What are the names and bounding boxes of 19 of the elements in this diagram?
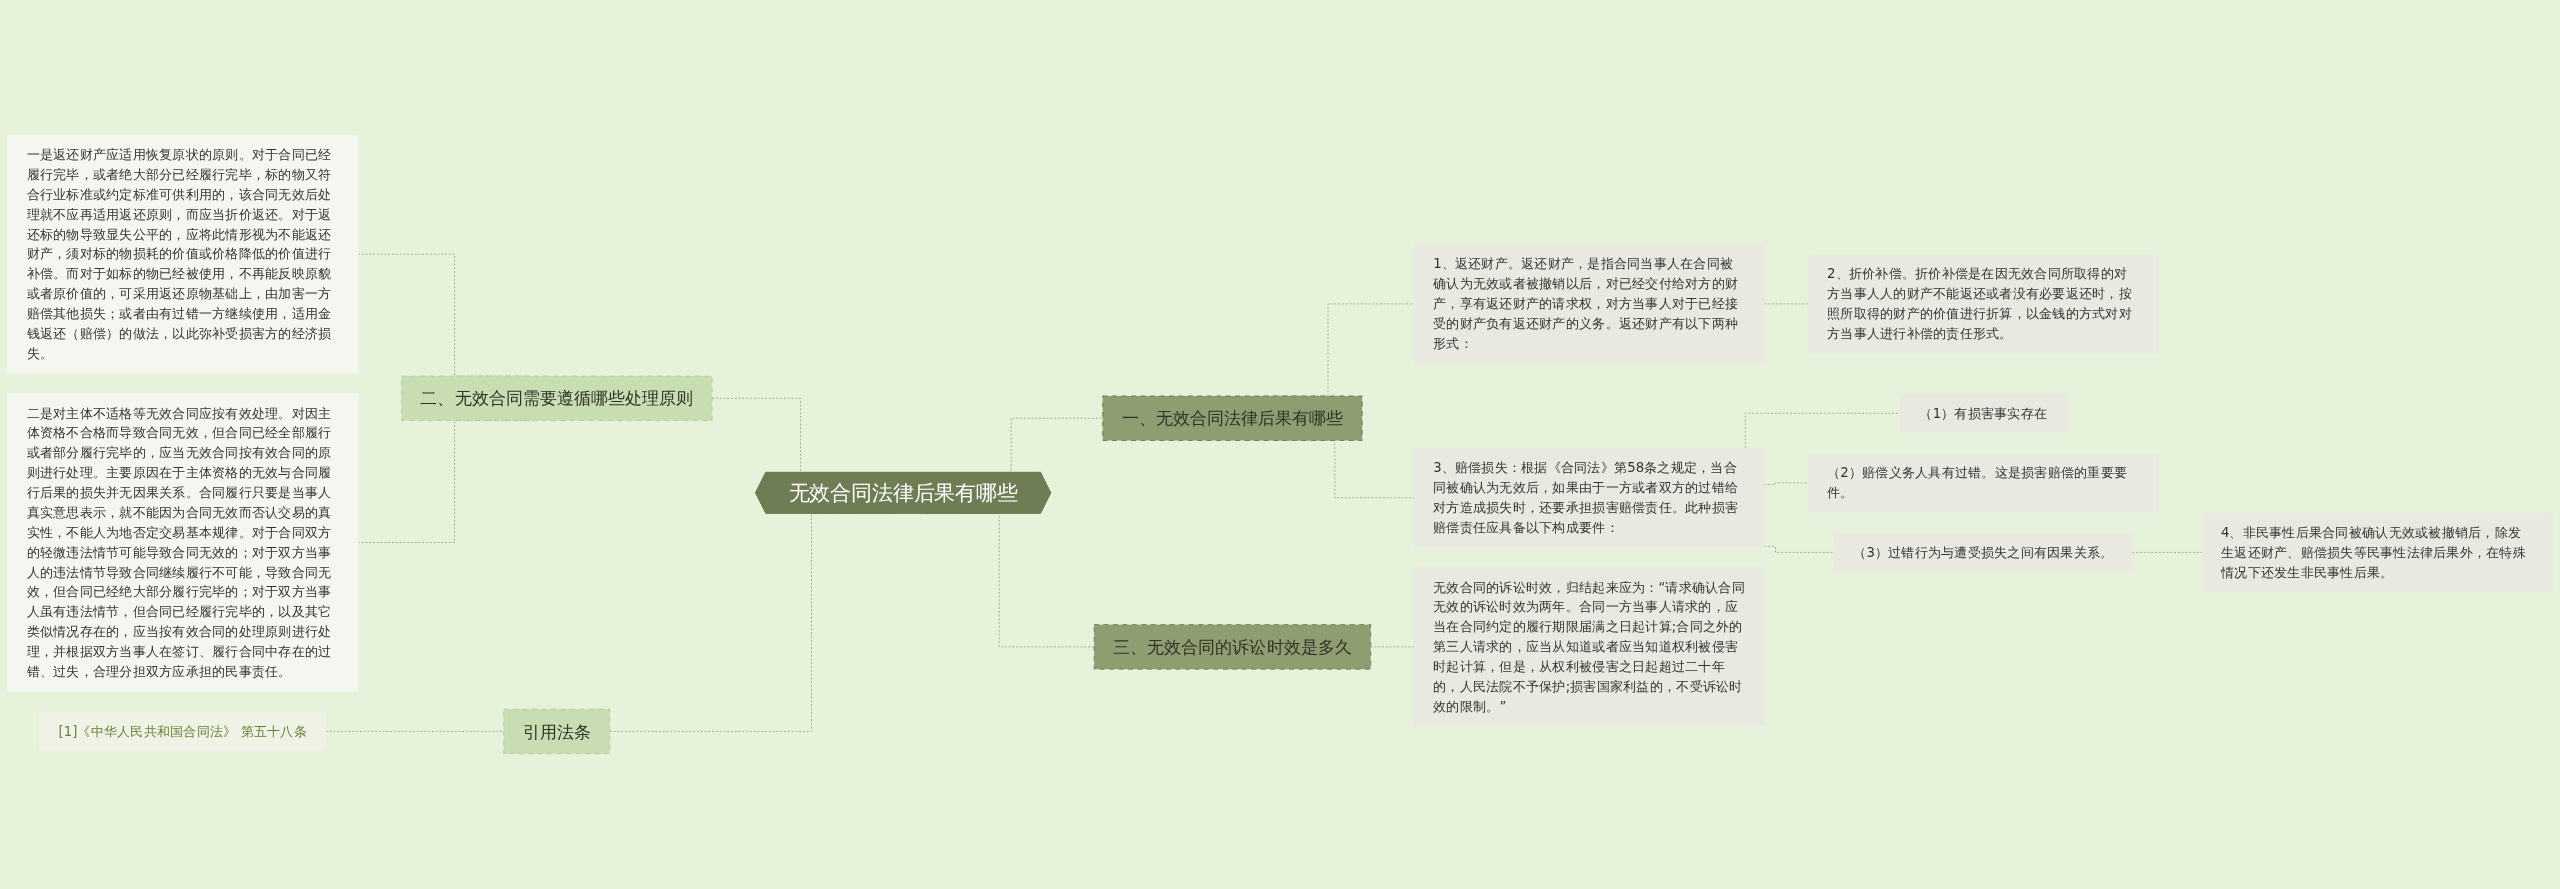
node-box: 4、非民事性后果合同被确认无效或被撤销后，除发生返还财产、赔偿损失等民事性法律后果外，在特殊情况下还发生非民事性后果。 — [2201, 512, 2553, 593]
node-box: 二、无效合同需要遵循哪些处理原则 — [401, 375, 713, 422]
connector — [2131, 551, 2203, 553]
node-box: 无效合同的诉讼时效，归结起来应为：“请求确认合同无效的诉讼时效为两年。合同一方当事人请求的，应当在合同约定的履行期限届满之日起计算;合同之外的第三人请求的，应当从知道或者应当知道权利被侵害时起计算，但是，从权利被侵害之日起超过二十年的，人民法院不予保护;损害国家利益的，不受诉讼时效的限制。” — [1413, 567, 1766, 727]
connector — [1764, 545, 1835, 553]
connector — [1370, 646, 1415, 648]
node-box: 一、无效合同法律后果有哪些 — [1102, 395, 1363, 441]
node-box: 一是返还财产应适用恢复原状的原则。对于合同已经履行完毕，或者绝大部分已经履行完毕，标的物又符合行业标准或约定标准可供利用的，该合同无效后处理就不应再适用返还原则，而应当折价返还。对于返还标的物导致显失公平的，应将此情形视为不能返还财产，须对标的物损耗的价值或价格降低的价值进行补偿。而对于如标的物已经被使用，不再能反映原貌或者原价值的，可采用返还原物基础上，由加害一方赔偿其他损失；或者由有过错一方继续使用，适用金钱返还（赔偿）的做法，以此弥补受损害方的经济损失。 — [7, 134, 359, 374]
node-box: 二是对主体不适格等无效合同应按有效处理。对因主体资格不合格而导致合同无效，但合同已经全部履行或者部分履行完毕的，应当无效合同按有效合同的原则进行处理。主要原因在于主体资格的无效与合同履行后果的损失并无因果关系。合同履行只要是当事人真实意思表示，就不能因为合同无效而否认交易的真实性，不能人为地否定交易基本规律。对于合同双方的轻微违法情节可能导致合同无效的；对于双方当事人的违法情节导致合同继续履行不可能，导致合同无效，但合同已经绝大部分履行完毕的；对于双方当事人虽有违法情节，但合同已经履行完毕的，以及其它类似情况存在的，应当按有效合同的处理原则进行处理，并根据双方当事人在签订、履行合同中存在的过错、过失，合理分担双方应承担的民事责任。 — [7, 393, 359, 692]
node-box: 1、返还财产。返还财产，是指合同当事人在合同被确认为无效或者被撤销以后，对已经交付给对方的财产，享有返还财产的请求权，对方当事人对于已经接受的财产负有返还财产的义务。返还财产有以下两种形式： — [1413, 244, 1766, 364]
node-box: 三、无效合同的诉讼时效是多久 — [1093, 624, 1372, 670]
node-box: 2、折价补偿。折价补偿是在因无效合同所取得的对方当事人人的财产不能返还或者没有必要返还时，按照所取得的财产的价值进行折算，以金钱的方式对对方当事人进行补偿的责任形式。 — [1807, 254, 2159, 354]
node-box: [1]《中华人民共和国合同法》 第五十八条 — [39, 711, 327, 752]
node-box: 引用法条 — [503, 708, 611, 755]
node-box: （2）赔偿义务人具有过错。这是损害赔偿的重要要件。 — [1807, 453, 2159, 513]
node-box: 3、赔偿损失：根据《合同法》第58条之规定，当合同被确认为无效后，如果由于一方或者双方的过错给对方造成损失时，还要承担损害赔偿责任。此种损害赔偿责任应具备以下构成要件： — [1413, 448, 1766, 548]
connector — [325, 730, 505, 732]
connector — [1764, 303, 1809, 305]
node-box: （3）过错行为与遭受损失之间有因果关系。 — [1833, 532, 2133, 573]
